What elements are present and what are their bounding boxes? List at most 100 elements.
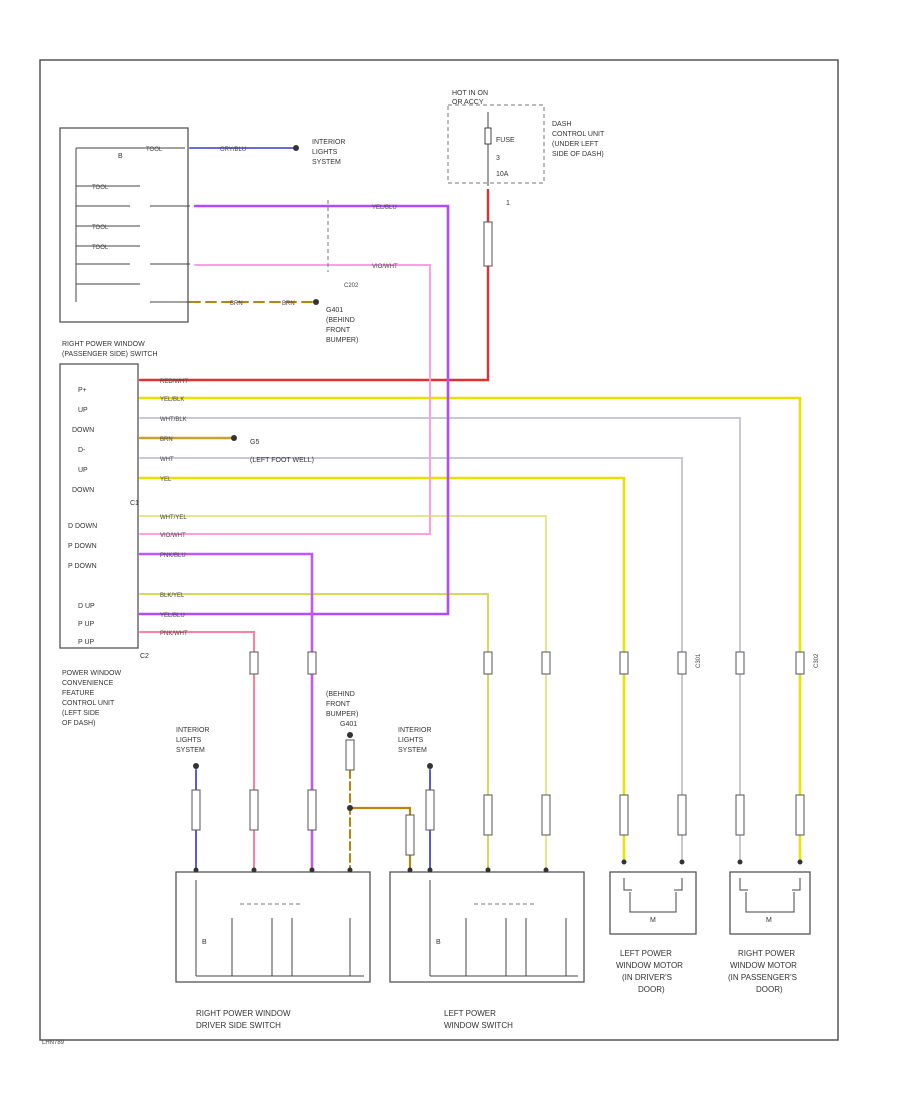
cu-wire-1: RED/WHT (160, 379, 188, 385)
wire-yel-blk (138, 396, 802, 862)
fuse-loc-2: CONTROL UNIT (552, 131, 605, 138)
wire-yel-blu (138, 204, 450, 616)
int-right-3: SYSTEM (398, 747, 427, 754)
wire-blk-yel (139, 593, 489, 871)
c302-label: C302 (814, 653, 820, 668)
cu-pin-9: P DOWN (68, 563, 97, 570)
right-motor-title-2: WINDOW MOTOR (730, 961, 797, 970)
fuse-label: FUSE (496, 137, 515, 144)
tool-1: TOOL (146, 147, 163, 153)
left-motor-title-4: DOOR) (638, 985, 665, 994)
cu-g5-2: (LEFT FOOT WELL) (250, 457, 314, 464)
left-window-switch: B LEFT POWER WINDOW SWITCH (389, 871, 585, 1030)
left-motor-m: M (650, 917, 656, 924)
top-switch-title-1: RIGHT POWER WINDOW (62, 341, 145, 348)
fuse-loc-3: (UNDER LEFT (552, 141, 599, 148)
right-motor-title-1: RIGHT POWER (738, 949, 795, 958)
wire-vio-wht (139, 264, 431, 535)
left-motor-title-2: WINDOW MOTOR (616, 961, 683, 970)
cu-pin-2: UP (78, 407, 88, 414)
left-motor-title-3: (IN DRIVER'S (622, 973, 672, 982)
top-ground-1: G401 (326, 307, 343, 314)
interior-lights-terminal (293, 145, 299, 151)
bottom-labels: INTERIOR LIGHTS SYSTEM INTERIOR LIGHTS S… (176, 691, 433, 811)
right-driver-switch-title-2: DRIVER SIDE SWITCH (196, 1021, 281, 1030)
cu-pin-5: UP (78, 467, 88, 474)
svg-text:B: B (436, 939, 441, 946)
behind-1: (BEHIND (326, 691, 355, 698)
cu-c2: C2 (140, 653, 149, 660)
top-wire-vio-wht: VIO/WHT (372, 264, 398, 270)
wire-brn-bottom2 (348, 806, 412, 872)
wire-wht (139, 457, 683, 861)
cu-wire-5: WHT (160, 457, 174, 463)
device-terminals (193, 859, 803, 873)
cu-wire-6: YEL (160, 477, 172, 483)
cu-wire-7: WHT/YEL (160, 515, 187, 521)
cu-g5-1: G5 (250, 439, 259, 446)
top-wire-yel-blu: YEL/BLU (372, 205, 397, 211)
right-driver-switch-title-1: RIGHT POWER WINDOW (196, 1009, 291, 1018)
right-window-motor: M RIGHT POWER WINDOW MOTOR (IN PASSENGER… (728, 871, 811, 994)
cu-pin-10: D UP (78, 603, 95, 610)
ground-g5-terminal (231, 435, 237, 441)
wires (138, 147, 802, 872)
left-switch-title-2: WINDOW SWITCH (444, 1021, 513, 1030)
cu-pin-8: P DOWN (68, 543, 97, 550)
cu-title-3: FEATURE (62, 690, 94, 697)
cu-pin-6: DOWN (72, 487, 94, 494)
wire-connectors (191, 221, 805, 856)
fuse-loc-1: DASH (552, 121, 571, 128)
fuse-number: 3 (496, 155, 500, 162)
wire-wht-blk (139, 417, 741, 861)
tool-2: TOOL (92, 185, 109, 191)
top-wire-gry-blu: GRY/BLU (220, 147, 246, 153)
top-ground-4: BUMPER) (326, 337, 358, 344)
wire-pnk-blu (138, 552, 314, 872)
cu-title-6: OF DASH) (62, 720, 95, 727)
right-driver-switch: B RIGHT POWER WINDOW DRIVER SIDE SWITCH (175, 871, 371, 1030)
top-wire-brn-2: BRN (282, 301, 295, 307)
top-ground-2: (BEHIND (326, 317, 355, 324)
cu-wire-11: YEL/BLU (160, 613, 185, 619)
cu-pin-3: DOWN (72, 427, 94, 434)
control-unit: P+ UP DOWN D- UP DOWN C1 D DOWN P DOWN P… (59, 363, 314, 727)
top-ground-3: FRONT (326, 327, 351, 334)
top-interior-2: LIGHTS (312, 149, 338, 156)
right-motor-title-4: DOOR) (756, 985, 783, 994)
fuse-box: HOT IN ON OR ACCY FUSE 3 10A 1 DASH CONT… (447, 90, 605, 207)
right-motor-m: M (766, 917, 772, 924)
wire-wht-yel (139, 515, 547, 871)
top-switch-pin-b: B (118, 153, 123, 160)
int-left-1: INTERIOR (176, 727, 209, 734)
fuse-hot-label-1: HOT IN ON (452, 90, 488, 97)
top-switch: B TOOL TOOL TOOL TOOL GRY/BLU YEL/BLU VI… (59, 127, 398, 358)
wire-red-wht (138, 188, 490, 382)
int-left-2: LIGHTS (176, 737, 202, 744)
wire-yel (138, 476, 626, 862)
int-right-1: INTERIOR (398, 727, 431, 734)
cu-wire-8: VIO/WHT (160, 533, 186, 539)
fuse-hot-label-2: OR ACCY (452, 99, 484, 106)
tool-3: TOOL (92, 225, 109, 231)
svg-text:B: B (202, 939, 207, 946)
tool-4: TOOL (92, 245, 109, 251)
footer-code: LHN789 (42, 1040, 65, 1046)
int-left-3: SYSTEM (176, 747, 205, 754)
cu-pin-12: P UP (78, 639, 95, 646)
int-right-2: LIGHTS (398, 737, 424, 744)
top-interior-3: SYSTEM (312, 159, 341, 166)
behind-4: G401 (340, 721, 357, 728)
top-switch-title-2: (PASSENGER SIDE) SWITCH (62, 351, 158, 358)
cu-title-4: CONTROL UNIT (62, 700, 115, 707)
cu-wire-12: PNK/WHT (160, 631, 188, 637)
cu-title-1: POWER WINDOW (62, 670, 121, 677)
left-window-motor: M LEFT POWER WINDOW MOTOR (IN DRIVER'S D… (609, 871, 697, 994)
top-wire-brn-1: BRN (230, 301, 243, 307)
cu-title-2: CONVENIENCE (62, 680, 114, 687)
behind-2: FRONT (326, 701, 351, 708)
fuse-loc-4: SIDE OF DASH) (552, 151, 604, 158)
top-interior-1: INTERIOR (312, 139, 345, 146)
diagram-frame (39, 59, 839, 1041)
